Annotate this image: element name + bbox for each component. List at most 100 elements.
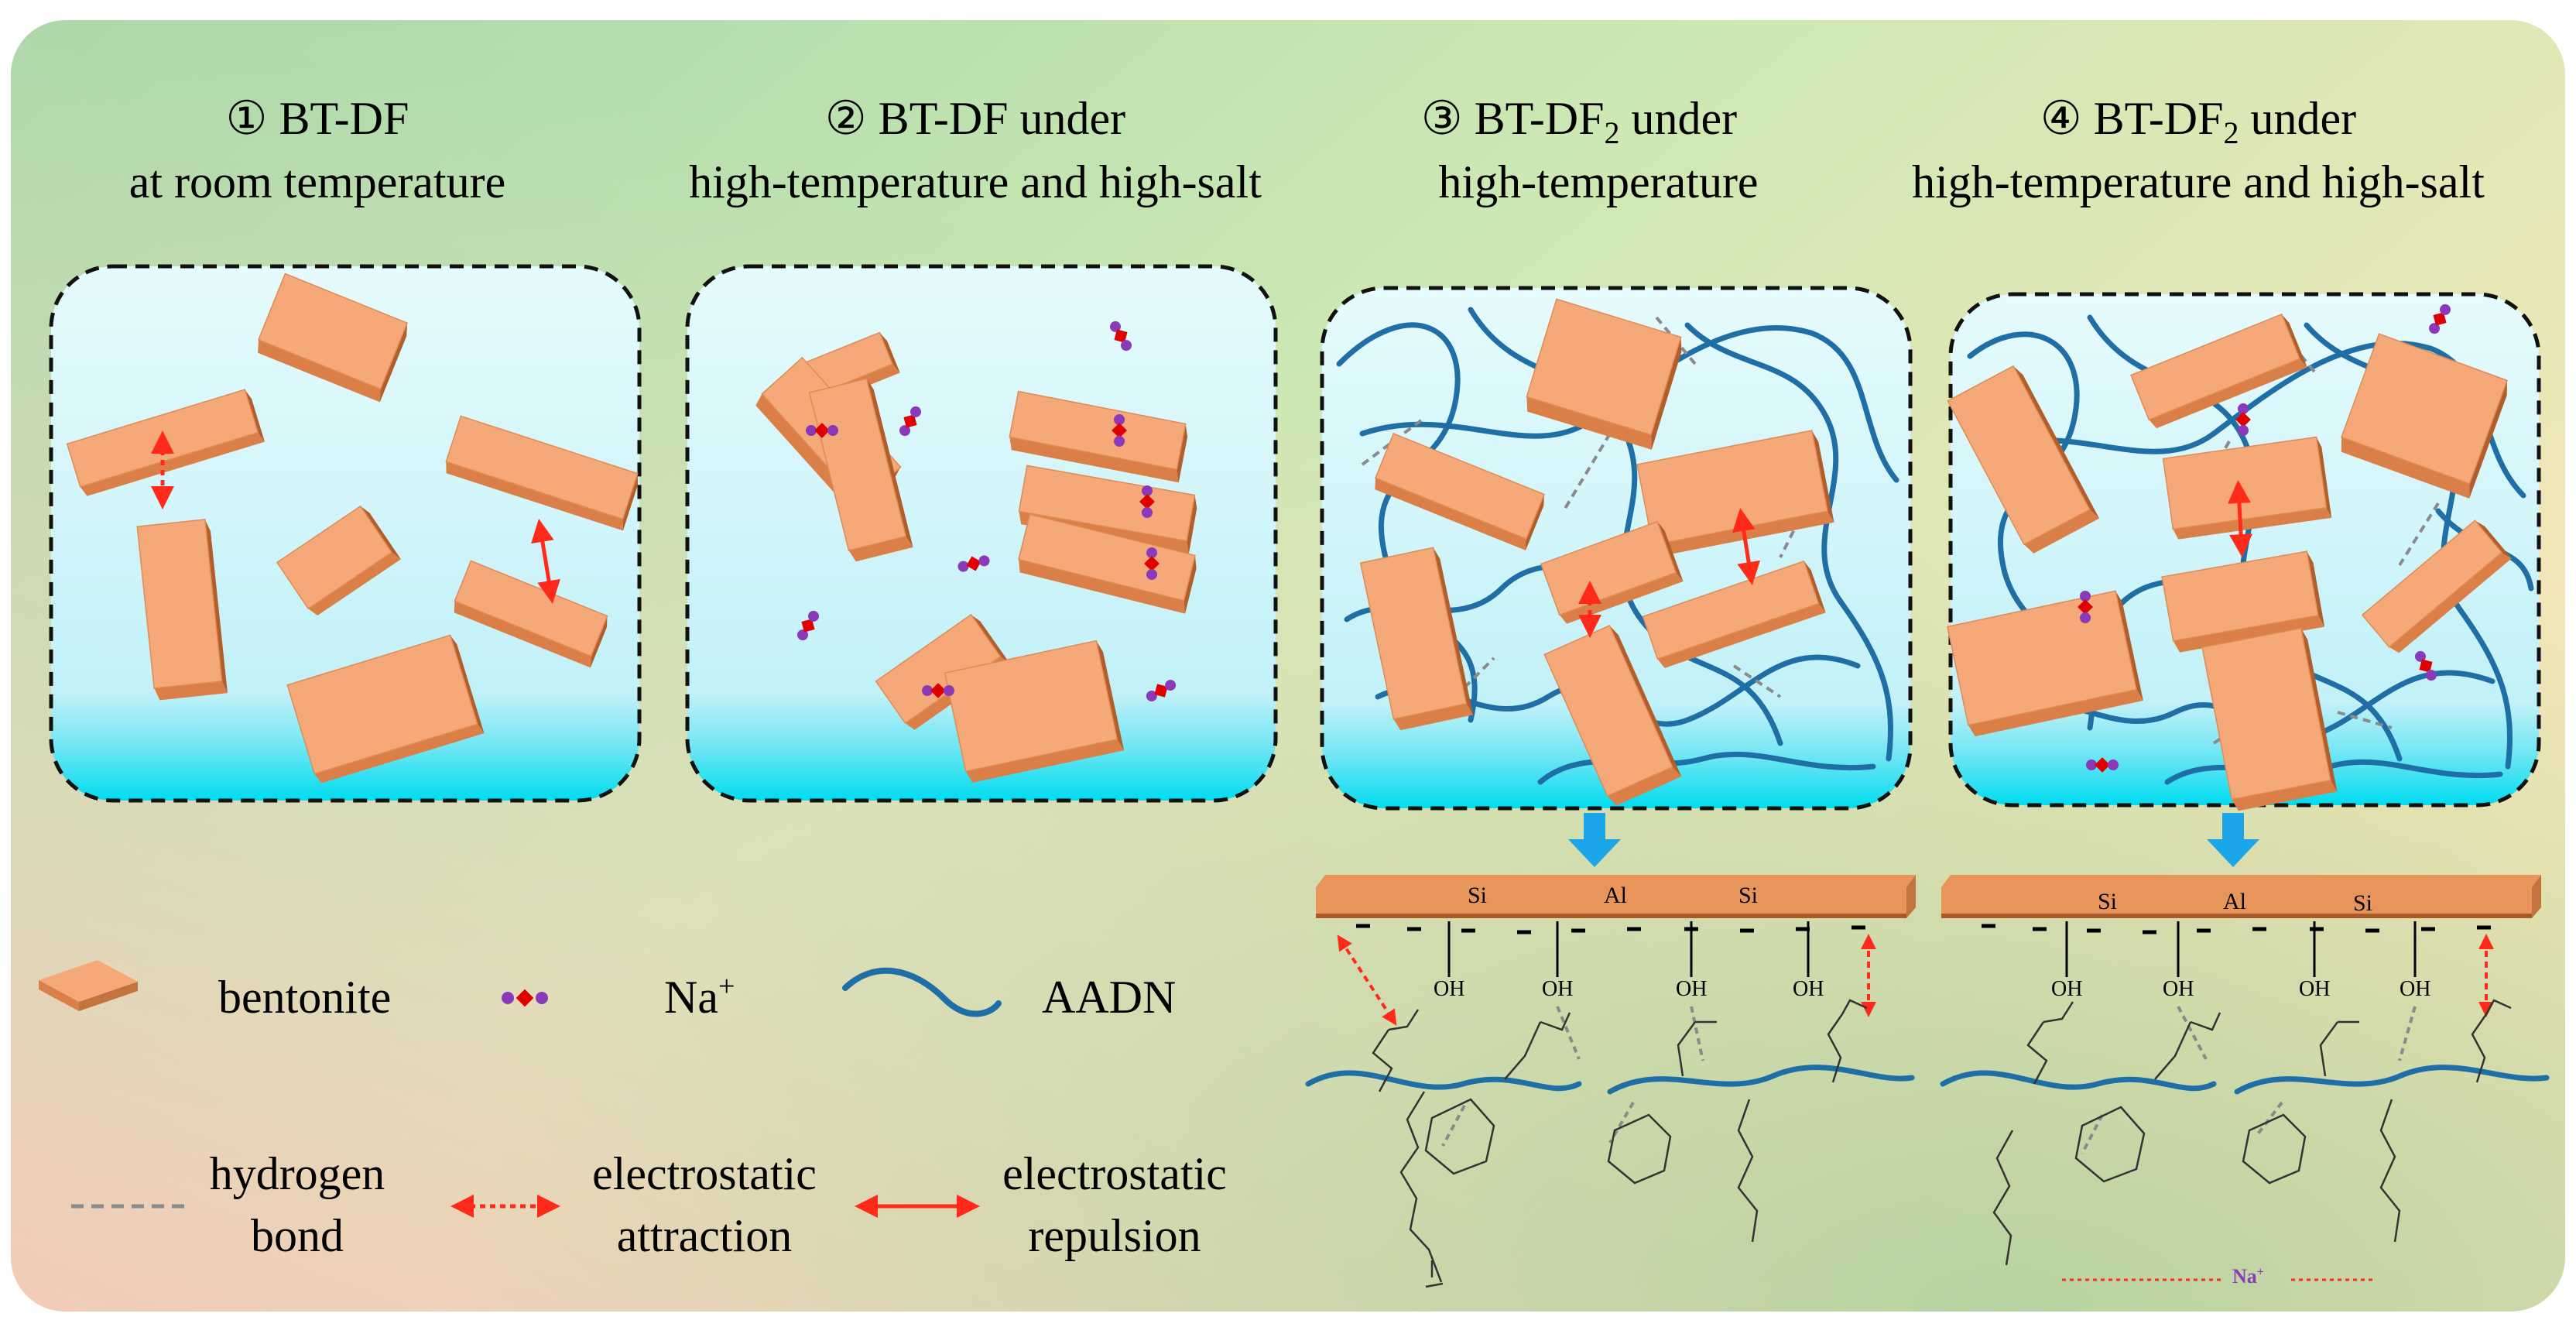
plate [276, 505, 401, 616]
oh-label-4a: OH [2051, 977, 2083, 1001]
na-ion [1146, 680, 1177, 701]
na-ion [2415, 650, 2437, 681]
salt-bridge-na-sup: + [2256, 1265, 2264, 1279]
na-ion [1144, 547, 1160, 580]
panel-4-title-line1-post: under [2239, 93, 2357, 144]
panel-2-title-line2: high-temperature and high-salt [689, 156, 1262, 207]
legend-aadn-label: AADN [1042, 972, 1177, 1023]
bentonite-plates [66, 273, 2512, 811]
na-ion [1110, 321, 1132, 351]
plate [2161, 550, 2325, 653]
legend-hbond-line2: bond [251, 1210, 344, 1261]
na-ion [1139, 485, 1155, 518]
na-ion [1112, 414, 1127, 447]
panel-1-title: ① BT-DF at room temperature [54, 87, 581, 214]
legend-na-sup: + [718, 970, 735, 1003]
repulsion-arrow-p4 [2227, 480, 2253, 557]
salt-bridge-na-label: Na+ [2232, 1265, 2264, 1288]
plate [257, 273, 409, 403]
na-ions [797, 303, 2451, 773]
legend-na-label: Na+ [664, 966, 735, 1028]
plate [1526, 298, 1682, 450]
panel-1-title-line2: at room temperature [128, 156, 506, 207]
legend-hydrogen-bond-label: hydrogen bond [197, 1143, 398, 1267]
chemical-structures [1372, 999, 2512, 1288]
atom-si-4b: Si [2353, 890, 2373, 916]
na-ion [2429, 303, 2451, 334]
plate [1359, 547, 1474, 731]
oh-label-3c: OH [1676, 977, 1708, 1001]
oh-label-4b: OH [2163, 977, 2194, 1001]
panel-3-title: ③ BT-DF2 under high-temperature [1339, 87, 1819, 214]
legend-attraction-line2: attraction [616, 1210, 793, 1261]
plate [1375, 432, 1545, 550]
atom-al-4: Al [2223, 889, 2246, 914]
down-arrow-3 [1568, 813, 1621, 867]
oh-label-3d: OH [1793, 977, 1824, 1001]
plate [454, 560, 608, 668]
panel-4-title-line1-pre: BT-DF [2093, 93, 2224, 144]
plate [808, 378, 913, 562]
panel-4-number: ④ [2040, 93, 2082, 144]
panel-3-title-line1-pre: BT-DF [1474, 93, 1605, 144]
legend-aadn-icon [842, 967, 1002, 1017]
na-ion [922, 683, 954, 698]
surface-attraction-arrows [1337, 934, 2494, 1026]
plate [1642, 560, 1826, 668]
legend-bentonite-label: bentonite [218, 972, 392, 1023]
plate [2361, 519, 2512, 653]
legend-attraction-line1: electrostatic [592, 1148, 817, 1199]
plate [1947, 365, 2100, 554]
legend-repulsion-line2: repulsion [1028, 1210, 1201, 1261]
legend-bentonite-icon [39, 960, 138, 1011]
plate [445, 415, 639, 531]
plate [2341, 333, 2508, 499]
panel-1-title-line1: BT-DF [279, 93, 409, 144]
plate [1947, 590, 2143, 737]
plate [1543, 624, 1682, 806]
panel-3-title-line2: high-temperature [1438, 156, 1759, 207]
panel-2-title-line1: BT-DF under [878, 93, 1126, 144]
box-arrows [151, 430, 2253, 638]
na-ion [2235, 403, 2251, 436]
panel-3-title-line1-sub: 2 [1604, 115, 1620, 150]
na-ion [797, 610, 819, 641]
clay-surface-4 [1941, 875, 2541, 918]
clay-surface-3 [1316, 875, 1916, 918]
atom-si-4a: Si [2098, 889, 2118, 914]
aadn-chains-surface [1305, 1065, 2550, 1095]
panel-2-title: ② BT-DF under high-temperature and high-… [619, 87, 1331, 214]
plate [136, 519, 228, 701]
atom-si-3a: Si [1468, 883, 1488, 908]
surface-hbonds [1441, 1006, 2417, 1154]
repulsion-arrow-p3 [1732, 508, 1761, 585]
repulsion-arrow-p1 [531, 519, 560, 604]
plate [286, 634, 485, 784]
salt-bridge-na-base: Na [2232, 1265, 2257, 1288]
oh-label-3a: OH [1434, 977, 1465, 1001]
legend-na-icon [502, 989, 548, 1007]
legend-repulsion-line1: electrostatic [1002, 1148, 1227, 1199]
oh-label-4d: OH [2400, 977, 2431, 1001]
legend-na-base: Na [664, 972, 718, 1023]
na-ion [2086, 757, 2119, 773]
legend-hbond-line1: hydrogen [209, 1148, 385, 1199]
na-ion [806, 423, 838, 438]
panel-4-title-line1-sub: 2 [2223, 115, 2239, 150]
surface-charges [1356, 924, 2491, 934]
atom-si-3b: Si [1738, 883, 1759, 908]
na-ion [899, 406, 921, 437]
atom-al-3: Al [1604, 883, 1627, 908]
oh-stems [1447, 921, 2417, 977]
oh-label-4c: OH [2299, 977, 2331, 1001]
down-arrow-4 [2207, 813, 2259, 867]
plate [944, 639, 1125, 783]
panel-4-title: ④ BT-DF2 under high-temperature and high… [1842, 87, 2554, 214]
panel-1-number: ① [225, 93, 268, 144]
plate [2130, 313, 2307, 429]
panel-3-number: ③ [1420, 93, 1463, 144]
na-ion [957, 555, 990, 572]
panel-3-title-line1-post: under [1619, 93, 1738, 144]
